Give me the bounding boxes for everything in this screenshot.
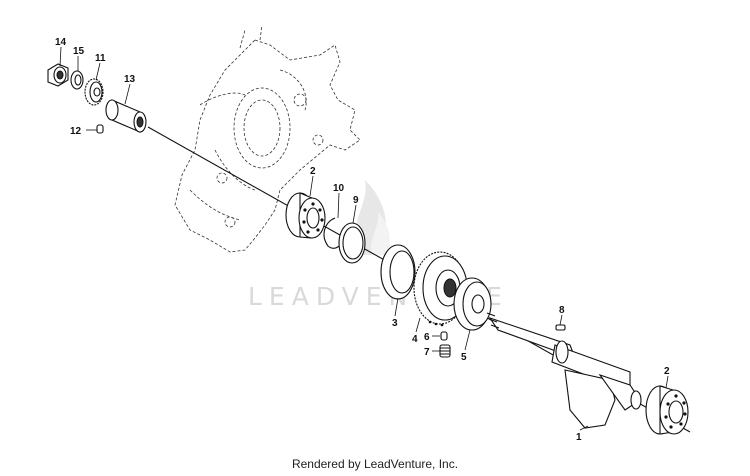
callout-9: 9 [353, 195, 359, 206]
part-15-washer [70, 70, 84, 90]
callout-8: 8 [559, 305, 565, 316]
callout-11: 11 [95, 53, 106, 64]
part-1-shaft [486, 312, 642, 429]
part-4-balls [428, 320, 444, 327]
part-11-gear [84, 78, 104, 106]
callout-3: 3 [392, 318, 398, 329]
part-3-thrust-washer [380, 244, 416, 300]
callout-14: 14 [55, 37, 67, 48]
callout-2-upper: 2 [310, 166, 316, 177]
part-2-bearing-lower [645, 385, 689, 435]
callout-7: 7 [424, 347, 430, 358]
leader-lines [59, 46, 669, 431]
part-13-collar [105, 99, 147, 133]
part-2-bearing-upper [285, 192, 326, 239]
callout-15: 15 [73, 46, 85, 57]
engine-case-outline [174, 24, 361, 253]
part-14-nut [47, 63, 69, 87]
callout-1: 1 [576, 432, 582, 443]
callout-6: 6 [424, 332, 430, 343]
footer-credit: Rendered by LeadVenture, Inc. [291, 457, 459, 471]
part-5-plate [453, 277, 492, 331]
part-12-pin [96, 124, 104, 134]
callout-5: 5 [461, 352, 467, 363]
callout-12: 12 [70, 126, 82, 137]
callout-10: 10 [333, 183, 345, 194]
callout-2-lower: 2 [664, 366, 670, 377]
part-9-ring [338, 222, 366, 264]
callout-13: 13 [124, 74, 136, 85]
part-7-spring [439, 344, 451, 358]
callout-4: 4 [412, 334, 418, 345]
part-8-key [555, 324, 566, 331]
part-6-pin [440, 331, 448, 341]
